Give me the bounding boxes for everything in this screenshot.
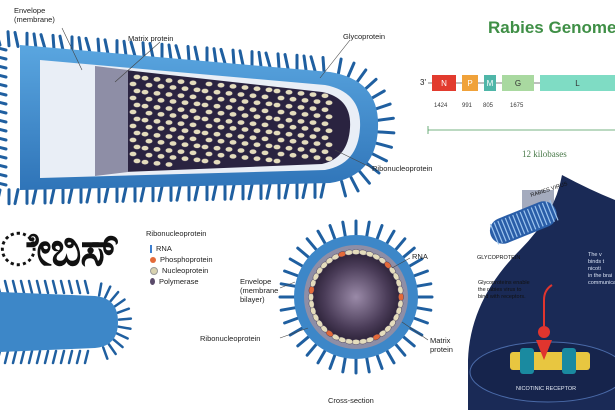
cross-section-ribbon	[308, 249, 404, 345]
matrix-cap	[95, 66, 128, 176]
cross-section-core	[311, 252, 401, 342]
gene-n: N	[432, 75, 456, 91]
envelope-bilayer-label: Envelope (membrane bilayer)	[240, 277, 279, 304]
gene-l: L	[540, 75, 615, 91]
virion-spikes	[0, 30, 396, 206]
legend-item-rna: RNA	[150, 243, 213, 254]
gene-length-n: 1424	[434, 103, 448, 109]
gene-length-g: 1675	[510, 103, 524, 109]
receptor-virus	[489, 199, 559, 245]
genome-scale	[427, 126, 615, 134]
gene-length-p: 991	[462, 103, 473, 109]
legend: Ribonucleoprotein RNA Phosphoprotein Nuc…	[146, 228, 213, 287]
nicotinic-receptor-label: NICOTINIC RECEPTOR	[516, 386, 577, 392]
matrix-protein-label: Matrix protein	[128, 34, 174, 43]
cross-section-label: Cross-section	[328, 396, 374, 405]
small-virion-spikes	[0, 279, 133, 365]
gene-length-m: 805	[483, 103, 494, 109]
genome-start-label: 3'	[420, 78, 426, 87]
leader-lines	[61, 27, 429, 341]
legend-item-phosphoprotein: Phosphoprotein	[150, 254, 213, 265]
legend-title: Ribonucleoprotein	[146, 229, 207, 238]
rna-label: RNA	[412, 252, 428, 261]
ribonucleoprotein-label-bottom: Ribonucleoprotein	[200, 334, 261, 343]
ribonucleoprotein-label-top: Ribonucleoprotein	[372, 164, 433, 173]
glycoprotein-label: Glycoprotein	[343, 32, 386, 41]
legend-item-polymerase: Polymerase	[150, 276, 213, 287]
glycoprotein-note: Glycoproteins enable the rabies virus to…	[478, 280, 530, 300]
envelope-membrane-label: Envelope (membrane)	[14, 6, 55, 24]
receptor-side-note: The v binds t nicoti in the brai communi…	[588, 252, 615, 286]
genome-scale-label: 12 kilobases	[522, 149, 567, 159]
legend-item-nucleoprotein: Nucleoprotein	[150, 265, 213, 276]
nucleoprotein-coil	[129, 74, 333, 168]
matrix-protein-cs-label: Matrix protein	[430, 336, 453, 354]
gene-g: G	[502, 75, 534, 91]
small-virion-body	[0, 292, 118, 352]
kannada-title: ೇಬಿಸ್	[0, 222, 120, 276]
cross-section-spikes	[278, 219, 434, 375]
gene-m: M	[484, 75, 496, 91]
receptor-glycoprotein-label: GLYCOPROTEIN	[477, 255, 521, 261]
receptor-panel	[468, 175, 615, 410]
gene-p: P	[462, 75, 478, 91]
genome-title: Rabies Genome	[488, 18, 615, 37]
